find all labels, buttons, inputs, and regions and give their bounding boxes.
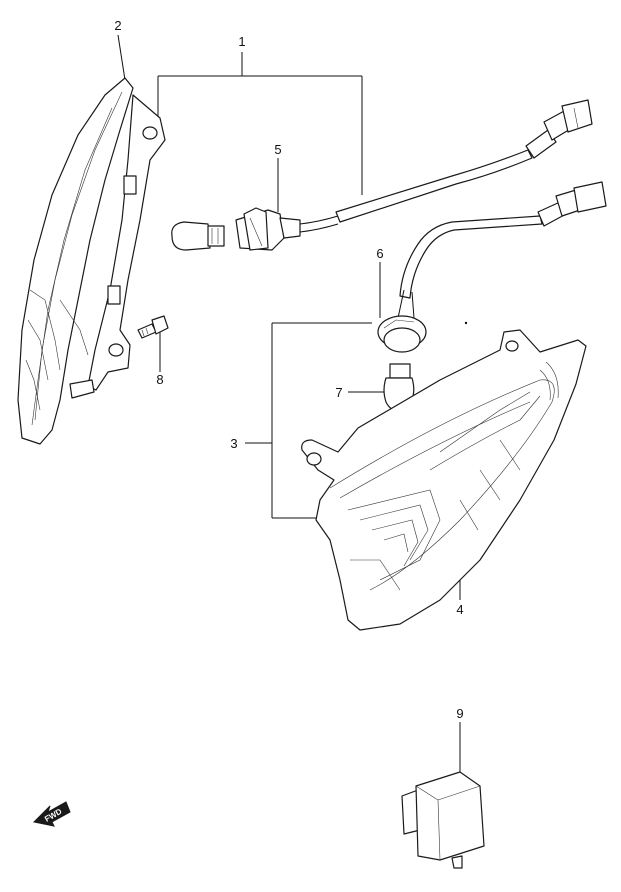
socket-assembly-lower <box>377 181 607 353</box>
callout-1: 1 <box>238 34 245 49</box>
left-turn-signal-lens <box>17 77 166 445</box>
wire-harness-upper <box>299 99 593 233</box>
callout-6: 6 <box>376 246 383 261</box>
callout-labels: 1 2 3 4 5 6 7 8 9 <box>114 18 463 721</box>
socket-assembly-upper <box>171 207 301 251</box>
screw <box>137 315 169 339</box>
reference-dot <box>464 321 468 325</box>
callout-2: 2 <box>114 18 121 33</box>
callout-4: 4 <box>456 602 463 617</box>
callout-8: 8 <box>156 372 163 387</box>
forward-arrow-icon: FWD <box>32 801 71 827</box>
turn-signal-relay <box>401 771 485 869</box>
right-turn-signal-lens <box>301 329 587 631</box>
callout-3: 3 <box>230 436 237 451</box>
callout-7: 7 <box>335 385 342 400</box>
callout-5: 5 <box>274 142 281 157</box>
callout-9: 9 <box>456 706 463 721</box>
